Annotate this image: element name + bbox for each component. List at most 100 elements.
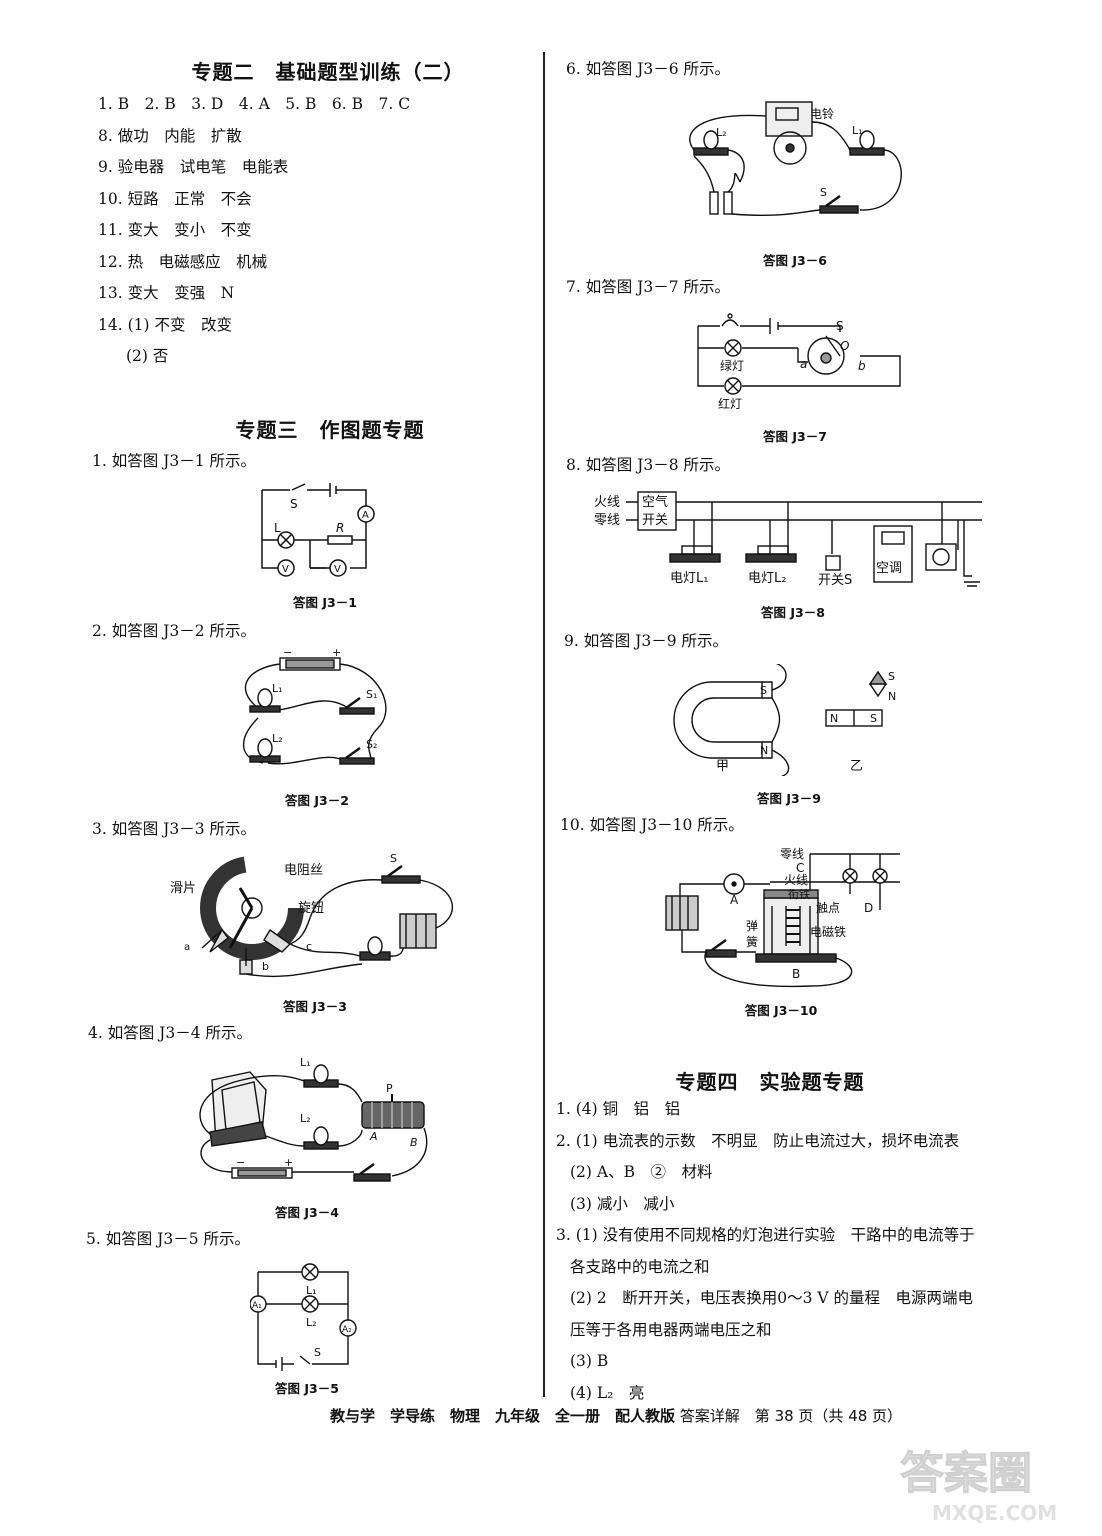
fig10-spring-label-1: 弹 <box>746 919 758 933</box>
fig3-a-label: a <box>184 942 190 953</box>
fig9-jia-label: 甲 <box>716 759 729 774</box>
fig10-armature-label: 衔铁 <box>788 888 810 901</box>
section4-title: 专题四 实验题专题 <box>675 1070 865 1094</box>
answer-line: 10. 短路 正常 不会 <box>98 189 252 208</box>
answer-line: 3. (1) 没有使用不同规格的灯泡进行实验 干路中的电流等于 <box>556 1226 975 1244</box>
watermark-text-url: MXQE.COM <box>932 1501 1057 1525</box>
fig8-ac-label: 空调 <box>876 561 902 576</box>
answer-line: 13. 变大 变强 N <box>98 284 235 302</box>
figure-j3-6: 电铃 L₂ L₁ S <box>689 101 902 217</box>
page-footer: 教与学 学导练 物理 九年级 全一册 配人教版 答案详解 第 38 页（共 48… <box>330 1405 902 1426</box>
fig9-s2-label: S <box>870 712 877 725</box>
fig3-c-label: c <box>306 940 312 953</box>
fig2-s2-label: S₂ <box>366 738 377 751</box>
fig3-slider-label: 滑片 <box>170 881 196 896</box>
fig7-o-label: O <box>840 339 849 353</box>
fig1-resistor-label: R <box>336 521 344 535</box>
fig9-s1-label: S <box>760 684 767 697</box>
watermark-text-main: 答案圈 <box>900 1448 1032 1499</box>
figure-j3-9: S N 甲 N S 乙 S N <box>673 664 896 776</box>
figure-j3-5: A₁ L₁ L₂ A₂ S <box>250 1263 357 1371</box>
fig2-s1-label: S₁ <box>366 688 377 701</box>
answer-line: 1. B 2. B 3. D 4. A 5. B 6. B 7. C <box>98 95 411 113</box>
fig4-p-label: P <box>386 1082 393 1095</box>
caption-j3-7: 答图 J3－7 <box>763 429 827 444</box>
answer-line: 11. 变大 变小 不变 <box>98 221 252 239</box>
fig8-lamp2-label: 电灯L₂ <box>748 571 786 586</box>
fig7-green-label: 绿灯 <box>720 358 744 373</box>
answer-line: 8. 做功 内能 扩散 <box>98 126 242 145</box>
fig1-ammeter-label: A <box>362 510 369 521</box>
answer-line: (2) 2 断开开关，电压表换用0～3 V 的量程 电源两端电 <box>570 1289 974 1307</box>
fig6-s-label: S <box>820 186 827 199</box>
fig4-l1-label: L₁ <box>300 1056 311 1069</box>
fig4-plus: + <box>284 1156 293 1169</box>
answer-line: 9. 验电器 试电笔 电能表 <box>98 158 289 176</box>
fig5-s-label: S <box>314 1346 321 1359</box>
fig1-v1-label: V <box>282 564 289 575</box>
answer-line: 各支路中的电流之和 <box>570 1257 710 1276</box>
fig9-n2-label: N <box>830 712 838 725</box>
fig7-a-label: a <box>800 357 807 371</box>
fig4-b-label: B <box>410 1136 418 1149</box>
footer-book-title: 教与学 学导练 物理 九年级 全一册 配人教版 <box>330 1407 676 1425</box>
watermark-logo: 答案圈 MXQE.COM <box>900 1448 1058 1526</box>
fig3-s-label: S <box>390 852 397 865</box>
fig1-v2-label: V <box>334 564 341 575</box>
answer-line: 压等于各用电器两端电压之和 <box>570 1320 772 1339</box>
fig1-s-label: S <box>290 497 298 511</box>
left-column: 专题二 基础题型训练（二） 1. B 2. B 3. D 4. A 5. B 6… <box>88 56 538 373</box>
fig5-a2-label: A₂ <box>342 1325 352 1335</box>
answer-line: (3) B <box>570 1352 609 1370</box>
answer-line: 1. (4) 铜 铝 铝 <box>556 1100 681 1118</box>
fig7-s-label: S <box>836 319 844 333</box>
fig7-red-label: 红灯 <box>718 396 742 411</box>
question-8: 8. 如答图 J3－8 所示。 <box>566 456 731 474</box>
answer-line: 14. (1) 不变 改变 <box>98 315 232 334</box>
fig10-b-label: B <box>792 967 800 981</box>
answer-line: 12. 热 电磁感应 机械 <box>98 252 268 271</box>
fig10-spring-label-2: 簧 <box>746 934 758 949</box>
fig8-neutral-label: 零线 <box>594 513 620 528</box>
answer-line: (4) L₂ 亮 <box>570 1383 645 1402</box>
fig7-b-label: b <box>858 359 866 373</box>
question-1: 1. 如答图 J3－1 所示。 <box>92 452 257 470</box>
fig1-lamp-label: L <box>274 521 281 535</box>
figure-j3-10: 零线 C 火线 衔铁 触点 弹 簧 电磁铁 A B D <box>665 847 900 988</box>
fig2-plus: + <box>332 648 341 659</box>
question-6: 6. 如答图 J3－6 所示。 <box>566 60 731 78</box>
caption-j3-2: 答图 J3－2 <box>285 793 349 808</box>
figure-j3-2: − + L₁ S₁ L₂ S₂ <box>242 648 387 765</box>
figure-j3-1: S A L R V V <box>261 483 375 577</box>
fig8-breaker-label-2: 开关 <box>642 513 668 528</box>
answer-line: (2) A、B ② 材料 <box>570 1163 713 1181</box>
caption-j3-8: 答图 J3－8 <box>761 605 825 620</box>
fig8-breaker-label-1: 空气 <box>642 494 668 510</box>
fig10-c-label: C <box>796 861 804 875</box>
fig6-bell-label: 电铃 <box>810 106 834 121</box>
section2-title: 专题二 基础题型训练（二） <box>191 60 465 84</box>
caption-j3-5: 答图 J3－5 <box>275 1381 339 1396</box>
fig10-live-label: 火线 <box>784 873 808 887</box>
figure-j3-8: 火线 零线 空气 开关 电灯L₁ 电灯L₂ 开关S 空调 <box>594 491 982 588</box>
fig8-lamp1-label: 电灯L₁ <box>670 571 708 586</box>
fig5-l1-label: L₁ <box>306 1284 317 1297</box>
fig4-minus: − <box>236 1156 245 1169</box>
section4-answers: 1. (4) 铜 铝 铝 2. (1) 电流表的示数 不明显 防止电流过大，损坏… <box>556 1094 1026 1409</box>
fig6-l1-label: L₁ <box>852 124 863 137</box>
fig9-compass-s-label: S <box>888 670 895 683</box>
question-2: 2. 如答图 J3－2 所示。 <box>92 622 257 640</box>
fig10-d-label: D <box>864 901 873 915</box>
question-5: 5. 如答图 J3－5 所示。 <box>86 1230 251 1248</box>
fig6-l2-label: L₂ <box>716 126 727 139</box>
figure-j3-4: L₁ L₂ P A B − + <box>199 1056 428 1182</box>
fig3-knob-label: 旋钮 <box>298 901 324 916</box>
fig8-switch-label: 开关S <box>818 573 852 588</box>
fig5-l2-label: L₂ <box>306 1316 317 1329</box>
question-9: 9. 如答图 J3－9 所示。 <box>564 632 729 650</box>
figure-j3-3: 滑片 电阻丝 旋钮 a b c S <box>170 852 453 978</box>
fig2-l1-label: L₁ <box>272 682 283 695</box>
fig4-a-label: A <box>369 1130 378 1143</box>
fig10-contact-label: 触点 <box>816 901 840 915</box>
fig2-l2-label: L₂ <box>272 732 283 745</box>
